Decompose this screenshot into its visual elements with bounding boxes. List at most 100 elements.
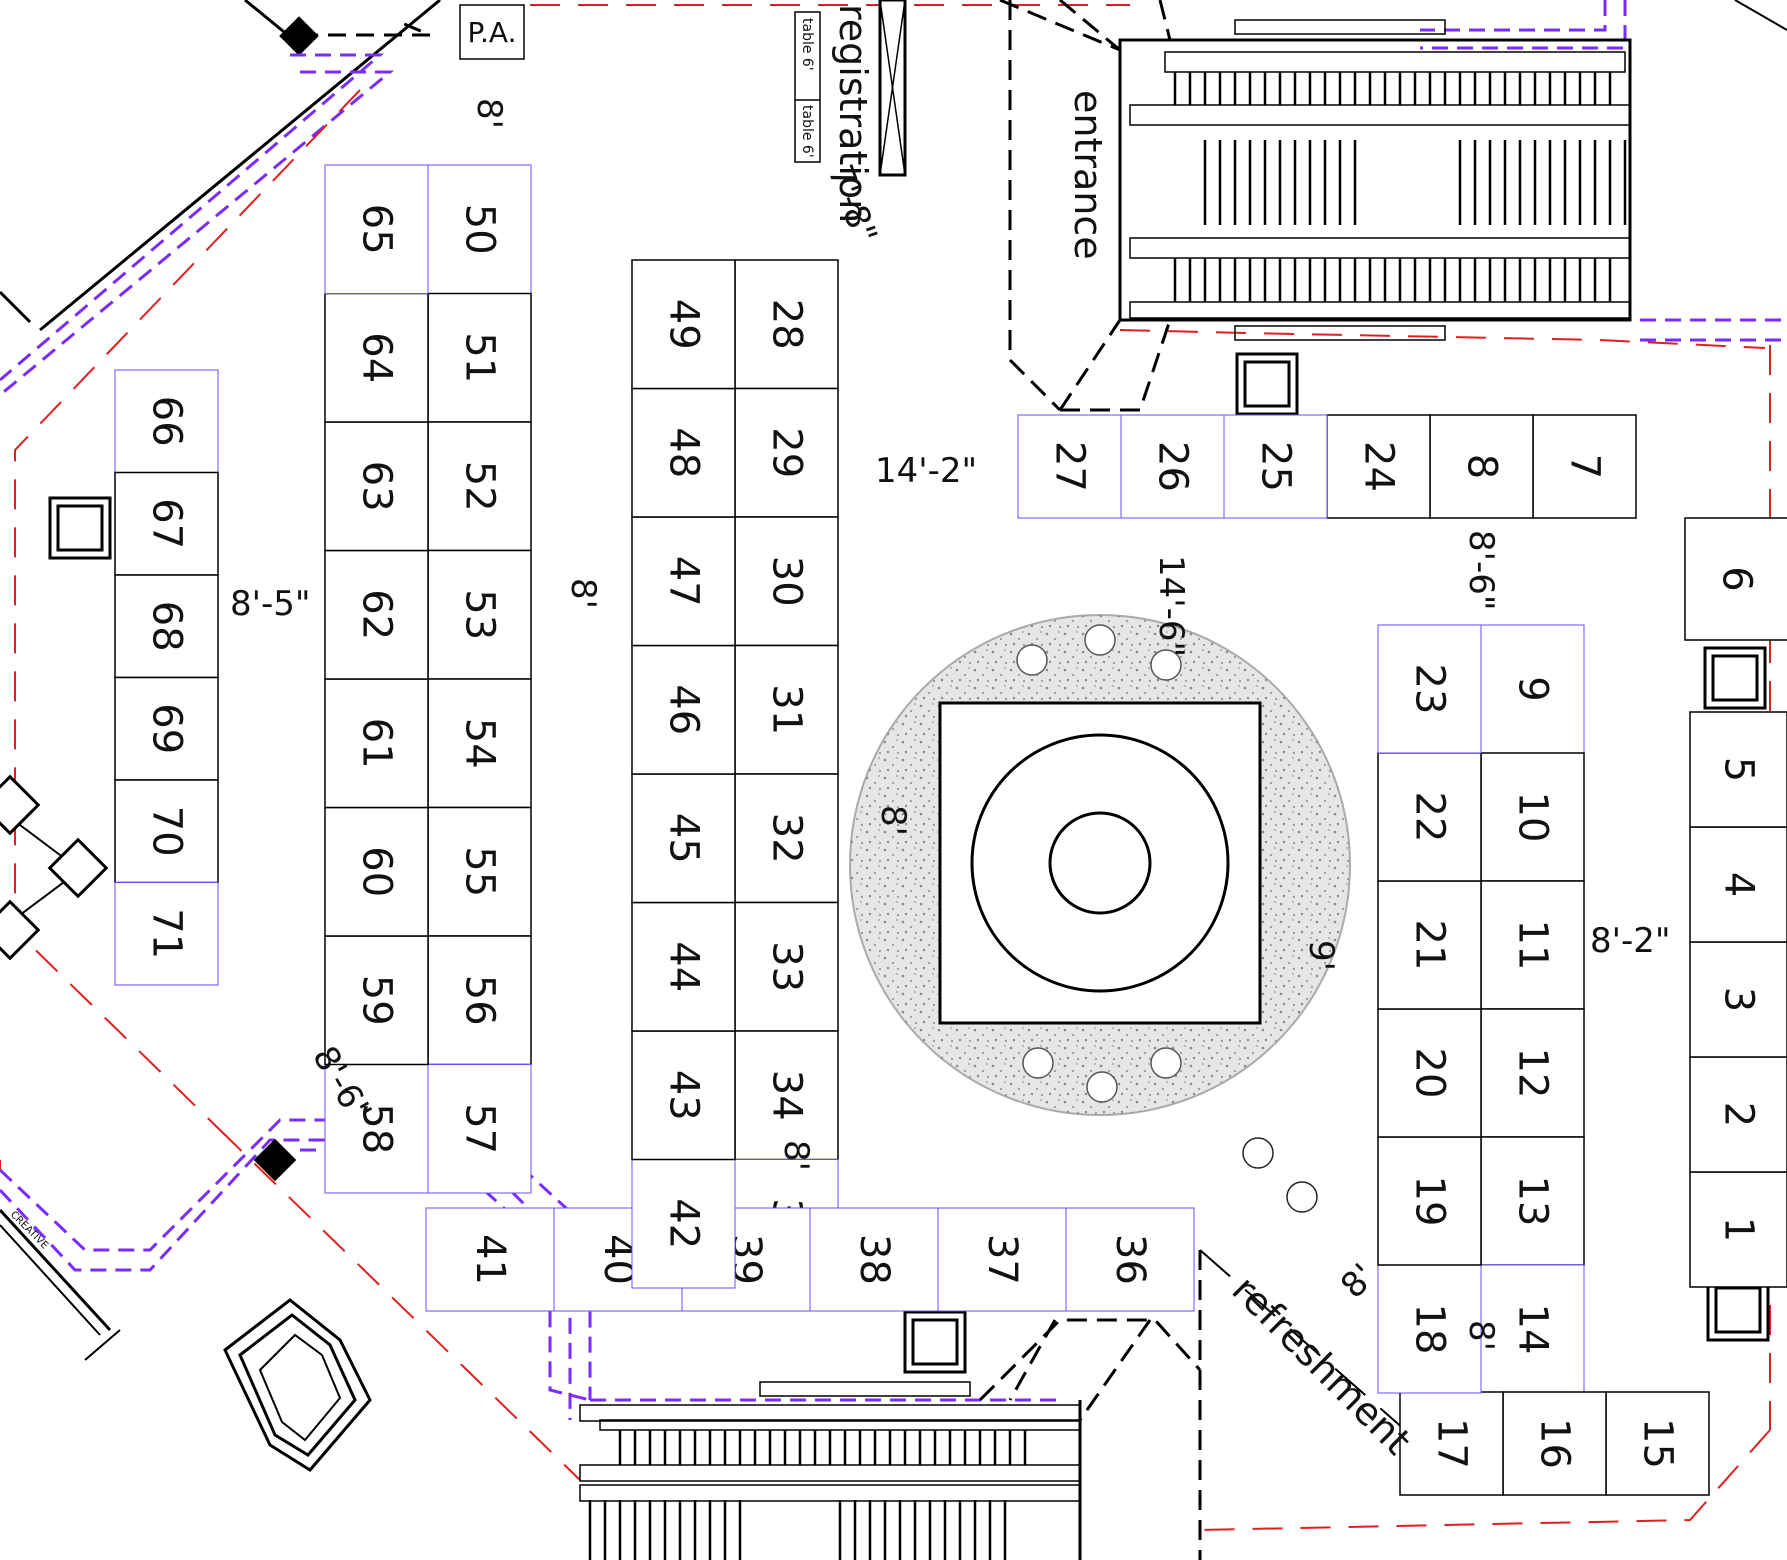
booth-cell[interactable] (1480, 1008, 1585, 1138)
booth-cell[interactable] (1399, 1391, 1504, 1496)
booth-48[interactable]: 48 (631, 387, 736, 518)
booth-cell[interactable] (734, 259, 839, 390)
booth-cell[interactable] (114, 369, 219, 473)
booth-37[interactable]: 37 (937, 1207, 1067, 1312)
booth-69[interactable]: 69 (114, 676, 219, 781)
booth-4[interactable]: 4 (1689, 826, 1787, 943)
booth-cell[interactable] (1480, 624, 1585, 754)
booth-20[interactable]: 20 (1377, 1008, 1482, 1138)
booth-25[interactable]: 25 (1223, 414, 1328, 519)
booth-cell[interactable] (324, 292, 429, 423)
booth-3[interactable]: 3 (1689, 941, 1787, 1058)
booth-57[interactable]: 57 (427, 1064, 532, 1194)
booth-cell[interactable] (324, 1064, 429, 1194)
booth-cell[interactable] (631, 1030, 736, 1161)
booth-cell[interactable] (427, 292, 532, 423)
booth-29[interactable]: 29 (734, 387, 839, 518)
booth-34[interactable]: 34 (734, 1030, 839, 1161)
booth-cell[interactable] (427, 1064, 532, 1194)
booth-cell[interactable] (1684, 517, 1787, 641)
booth-18[interactable]: 18 (1377, 1264, 1482, 1394)
booth-41[interactable]: 41 (425, 1207, 555, 1312)
booth-23[interactable]: 23 (1377, 624, 1482, 754)
booth-24[interactable]: 24 (1326, 414, 1431, 519)
booth-66[interactable]: 66 (114, 369, 219, 473)
booth-8[interactable]: 8 (1429, 414, 1534, 519)
booth-cell[interactable] (427, 164, 532, 294)
booth-58[interactable]: 58 (324, 1064, 429, 1194)
booth-cell[interactable] (1429, 414, 1534, 519)
booth-44[interactable]: 44 (631, 901, 736, 1032)
booth-70[interactable]: 70 (114, 779, 219, 884)
booth-62[interactable]: 62 (324, 549, 429, 680)
booth-cell[interactable] (1689, 711, 1787, 828)
booth-16[interactable]: 16 (1502, 1391, 1607, 1496)
booth-56[interactable]: 56 (427, 935, 532, 1066)
booth-32[interactable]: 32 (734, 773, 839, 904)
booth-cell[interactable] (631, 516, 736, 647)
booth-9[interactable]: 9 (1480, 624, 1585, 754)
booth-31[interactable]: 31 (734, 644, 839, 775)
booth-42[interactable]: 42 (631, 1159, 736, 1289)
booth-54[interactable]: 54 (427, 678, 532, 809)
booth-36[interactable]: 36 (1065, 1207, 1195, 1312)
booth-cell[interactable] (809, 1207, 939, 1312)
booth-cell[interactable] (734, 1030, 839, 1161)
booth-cell[interactable] (1223, 414, 1328, 519)
booth-51[interactable]: 51 (427, 292, 532, 423)
booth-cell[interactable] (324, 164, 429, 294)
booth-cell[interactable] (734, 387, 839, 518)
booth-cell[interactable] (324, 549, 429, 680)
booth-cell[interactable] (1017, 414, 1122, 519)
booth-cell[interactable] (1532, 414, 1637, 519)
booth-26[interactable]: 26 (1120, 414, 1225, 519)
booth-cell[interactable] (427, 806, 532, 937)
booth-cell[interactable] (324, 678, 429, 809)
booth-53[interactable]: 53 (427, 549, 532, 680)
booth-46[interactable]: 46 (631, 644, 736, 775)
booth-7[interactable]: 7 (1532, 414, 1637, 519)
booth-64[interactable]: 64 (324, 292, 429, 423)
booth-cell[interactable] (631, 387, 736, 518)
booth-cell[interactable] (1689, 1171, 1787, 1288)
booth-68[interactable]: 68 (114, 574, 219, 679)
booth-cell[interactable] (1065, 1207, 1195, 1312)
booth-cell[interactable] (1689, 1056, 1787, 1173)
booth-11[interactable]: 11 (1480, 880, 1585, 1010)
booth-1[interactable]: 1 (1689, 1171, 1787, 1288)
booth-cell[interactable] (1605, 1391, 1710, 1496)
booth-cell[interactable] (631, 259, 736, 390)
booth-65[interactable]: 65 (324, 164, 429, 294)
booth-49[interactable]: 49 (631, 259, 736, 390)
booth-52[interactable]: 52 (427, 421, 532, 552)
booth-50[interactable]: 50 (427, 164, 532, 294)
booth-27[interactable]: 27 (1017, 414, 1122, 519)
booth-60[interactable]: 60 (324, 806, 429, 937)
booth-22[interactable]: 22 (1377, 752, 1482, 882)
booth-67[interactable]: 67 (114, 471, 219, 576)
booth-cell[interactable] (425, 1207, 555, 1312)
booth-cell[interactable] (1377, 624, 1482, 754)
booth-cell[interactable] (1326, 414, 1431, 519)
booth-71[interactable]: 71 (114, 882, 219, 986)
booth-cell[interactable] (1377, 1136, 1482, 1266)
booth-cell[interactable] (937, 1207, 1067, 1312)
booth-33[interactable]: 33 (734, 901, 839, 1032)
booth-cell[interactable] (1689, 826, 1787, 943)
booth-cell[interactable] (631, 1159, 736, 1289)
booth-cell[interactable] (114, 779, 219, 884)
booth-cell[interactable] (1377, 1008, 1482, 1138)
booth-cell[interactable] (324, 935, 429, 1066)
booth-6[interactable]: 6 (1684, 517, 1787, 641)
booth-cell[interactable] (631, 773, 736, 904)
booth-12[interactable]: 12 (1480, 1008, 1585, 1138)
booth-cell[interactable] (427, 421, 532, 552)
booth-5[interactable]: 5 (1689, 711, 1787, 828)
booth-30[interactable]: 30 (734, 516, 839, 647)
booth-10[interactable]: 10 (1480, 752, 1585, 882)
booth-15[interactable]: 15 (1605, 1391, 1710, 1496)
booth-cell[interactable] (427, 549, 532, 680)
booth-cell[interactable] (114, 471, 219, 576)
booth-cell[interactable] (734, 516, 839, 647)
booth-cell[interactable] (114, 574, 219, 679)
